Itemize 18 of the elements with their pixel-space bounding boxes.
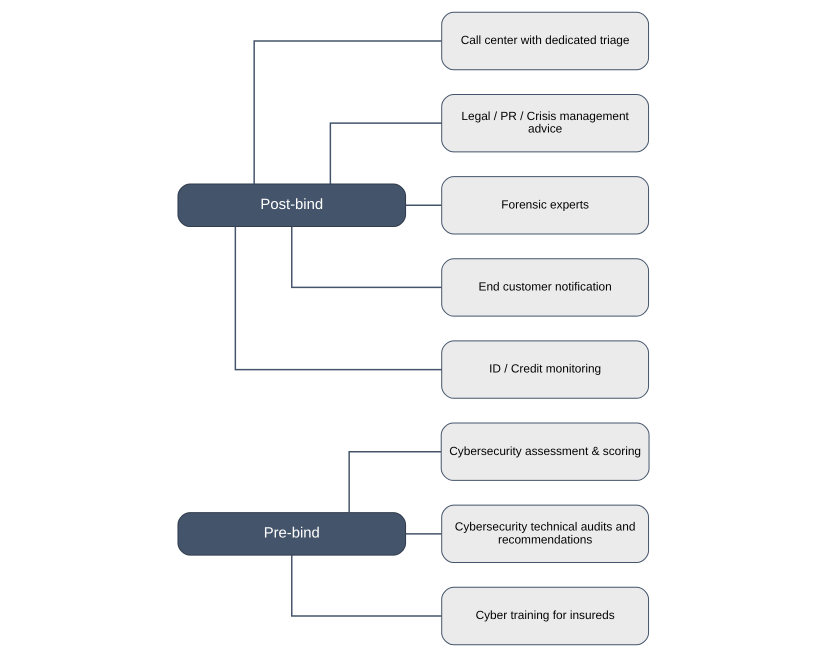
node-box: Cybersecurity technical audits and recommendations <box>441 504 650 564</box>
node-box: Post-bind <box>177 184 406 228</box>
connector <box>330 122 442 184</box>
connector <box>406 204 442 206</box>
node-box: Pre-bind <box>177 512 406 556</box>
node-box: Call center with dedicated triage <box>441 12 650 70</box>
node-box: Legal / PR / Crisis management advice <box>441 94 650 152</box>
node-box: End customer notification <box>441 258 650 317</box>
connector <box>291 555 442 617</box>
connector <box>406 533 442 535</box>
node-box: Cyber training for insureds <box>441 586 650 646</box>
connector <box>348 450 442 512</box>
connector <box>234 226 442 370</box>
node-box: Forensic experts <box>441 176 650 234</box>
connector <box>291 226 442 288</box>
connector <box>253 40 442 184</box>
node-box: ID / Credit monitoring <box>441 340 650 399</box>
node-box: Cybersecurity assessment & scoring <box>440 422 650 481</box>
